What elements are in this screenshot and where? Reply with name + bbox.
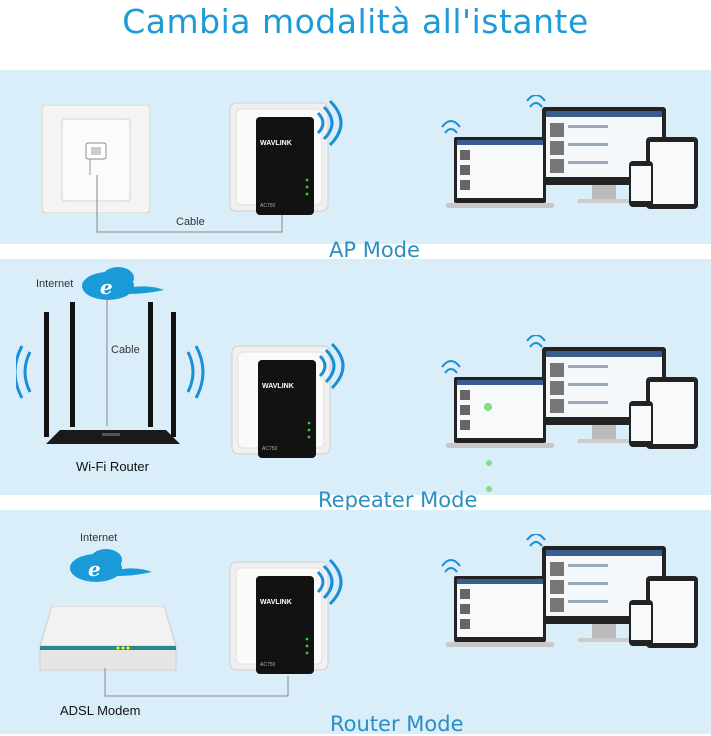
svg-text:e: e (88, 557, 101, 581)
internet-label: Internet (80, 532, 118, 544)
wifi-repeater-device: WAVLINK AC750 (230, 338, 350, 463)
svg-text:WAVLINK: WAVLINK (262, 383, 294, 390)
cable-line (105, 296, 109, 426)
internet-label: Internet (36, 278, 74, 290)
wifi-repeater-device: WAVLINK AC750 (228, 95, 348, 220)
client-devices-group (440, 95, 700, 215)
wifi-repeater-device: WAVLINK AC750 (228, 554, 348, 679)
router-mode-label: Router Mode (330, 712, 464, 736)
svg-text:AC750: AC750 (260, 662, 276, 668)
status-dots (484, 458, 494, 498)
cable-line (104, 668, 294, 698)
svg-text:AC750: AC750 (260, 203, 276, 209)
wifi-router-label: Wi-Fi Router (76, 459, 149, 474)
client-devices-group (440, 335, 700, 455)
adsl-modem-device (38, 606, 178, 672)
svg-text:e: e (100, 275, 113, 299)
ap-mode-label: AP Mode (329, 238, 420, 262)
internet-cloud-icon: e (78, 264, 168, 304)
wifi-router-device (16, 302, 206, 457)
adsl-modem-label: ADSL Modem (60, 703, 141, 718)
svg-text:WAVLINK: WAVLINK (260, 140, 292, 147)
svg-text:AC750: AC750 (262, 446, 278, 452)
cable-label: Cable (111, 344, 140, 356)
svg-text:WAVLINK: WAVLINK (260, 599, 292, 606)
page-title: Cambia modalità all'istante (122, 2, 589, 41)
cable-label: Cable (176, 216, 205, 228)
cable-line (96, 175, 286, 235)
repeater-mode-label: Repeater Mode (318, 488, 478, 512)
ethernet-wall-socket-icon (42, 105, 150, 213)
client-devices-group (440, 534, 700, 654)
internet-cloud-icon: e (66, 546, 156, 586)
